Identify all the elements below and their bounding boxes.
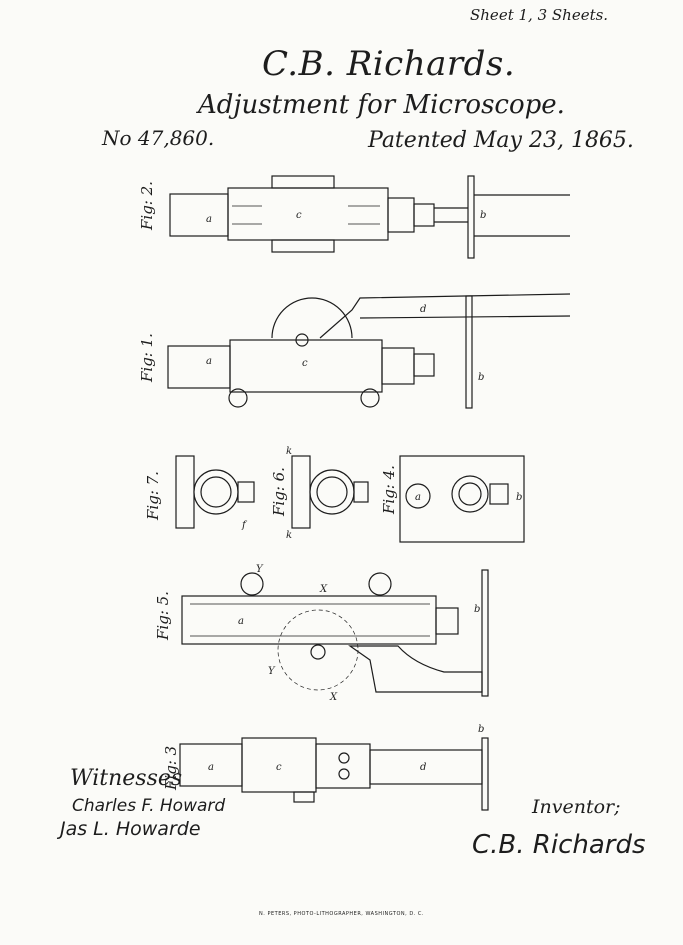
inventor-signature: C.B. Richards bbox=[472, 830, 646, 860]
figure-2-drawing: Fig: 2. a c b bbox=[138, 175, 570, 259]
svg-text:d: d bbox=[420, 762, 426, 773]
svg-text:c: c bbox=[276, 762, 282, 773]
svg-text:Y: Y bbox=[268, 666, 276, 677]
svg-text:a: a bbox=[206, 356, 212, 367]
svg-text:Y: Y bbox=[256, 564, 264, 575]
patent-subtitle: Adjustment for Microscope. bbox=[198, 90, 565, 120]
svg-text:c: c bbox=[296, 210, 302, 221]
figure-4-drawing: Fig: 4. a b bbox=[380, 455, 525, 543]
figure-4-label: Fig: 4. bbox=[380, 465, 398, 515]
witness-signature-1: Charles F. Howard bbox=[72, 796, 226, 816]
svg-text:k: k bbox=[286, 446, 292, 457]
witnesses-label: Witnesses bbox=[70, 766, 183, 791]
patent-title: C.B. Richards. bbox=[262, 44, 516, 84]
figure-7-label: Fig: 7. bbox=[144, 471, 162, 521]
inventor-label: Inventor; bbox=[532, 796, 621, 818]
svg-text:a: a bbox=[415, 492, 421, 503]
figure-3-drawing: Fig: 3 a c d b bbox=[162, 724, 489, 811]
svg-text:b: b bbox=[474, 604, 480, 615]
svg-text:c: c bbox=[302, 358, 308, 369]
figure-7-drawing: Fig: 7. f bbox=[144, 455, 255, 531]
svg-text:X: X bbox=[329, 692, 338, 703]
figure-5-label: Fig: 5. bbox=[154, 591, 172, 641]
figure-2-label: Fig: 2. bbox=[138, 181, 156, 231]
figure-3-label: Fig: 3 bbox=[162, 746, 180, 791]
svg-text:b: b bbox=[478, 372, 484, 383]
patent-number: No 47,860. bbox=[102, 126, 215, 150]
svg-text:b: b bbox=[480, 210, 486, 221]
figure-5-drawing: Fig: 5. a X Y Y X b bbox=[154, 564, 489, 703]
lithographer-footer: N. PETERS, PHOTO-LITHOGRAPHER, WASHINGTO… bbox=[259, 911, 424, 917]
svg-text:X: X bbox=[319, 584, 328, 595]
svg-text:b: b bbox=[516, 492, 522, 503]
patent-date: Patented May 23, 1865. bbox=[368, 128, 634, 153]
figure-1-label: Fig: 1. bbox=[138, 333, 156, 383]
witness-signature-2: Jas L. Howarde bbox=[60, 818, 201, 840]
svg-text:k: k bbox=[286, 530, 292, 541]
svg-text:f: f bbox=[241, 520, 248, 531]
svg-text:b: b bbox=[478, 724, 484, 735]
svg-text:a: a bbox=[208, 762, 214, 773]
figure-1-drawing: Fig: 1. a c d b bbox=[138, 293, 571, 409]
figure-6-drawing: Fig: 6. k k bbox=[270, 446, 369, 541]
sheet-note: Sheet 1, 3 Sheets. bbox=[470, 6, 609, 24]
svg-text:a: a bbox=[238, 616, 244, 627]
svg-text:d: d bbox=[420, 304, 426, 315]
svg-text:a: a bbox=[206, 214, 212, 225]
figure-6-label: Fig: 6. bbox=[270, 467, 288, 517]
